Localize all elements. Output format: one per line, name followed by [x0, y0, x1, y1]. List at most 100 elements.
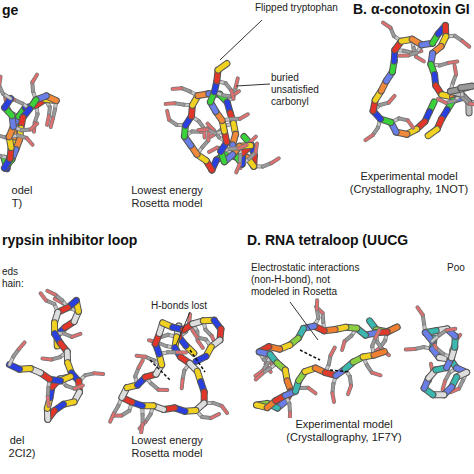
atom-bond: [110, 413, 114, 421]
atom-bond: [222, 406, 227, 413]
annotation-label: Lowest energy Rosetta model: [118, 434, 216, 460]
atom-bond: [47, 291, 55, 295]
atom-bond: [211, 414, 219, 418]
atom-bond: [166, 102, 175, 105]
atom-bond: [249, 137, 255, 143]
atom-bond: [173, 87, 182, 90]
annotation-label: T): [1, 197, 33, 210]
atom-bond: [0, 135, 5, 137]
atom-bond: [0, 151, 1, 156]
panel-title: ge: [1, 2, 33, 18]
atom-bond: [141, 424, 142, 433]
atom-bond: [383, 23, 390, 28]
annotation-label: Experimental model (Crystallography, 1NO…: [345, 170, 473, 196]
atom-bond: [141, 424, 142, 433]
atom-bond: [0, 135, 5, 137]
atom-bond: [461, 86, 472, 89]
atom-bond: [416, 57, 424, 62]
atom-bond: [462, 41, 469, 47]
atom-bond: [348, 386, 351, 394]
atom-bond: [198, 341, 203, 348]
atom-bond: [374, 352, 384, 355]
hbond-dash: [330, 370, 350, 372]
leader-line: [236, 84, 270, 86]
panel-title: rypsin inhibitor loop: [1, 232, 203, 248]
atom-bond: [331, 348, 335, 356]
atom-bond: [417, 307, 422, 314]
atom-bond: [408, 120, 413, 127]
annotation-label: 2CI2): [1, 447, 43, 460]
annotation-label: Flipped tryptophan: [254, 2, 366, 14]
atom-bond: [74, 385, 82, 388]
atom-bond: [372, 373, 381, 376]
atom-bond: [199, 128, 208, 131]
atom-bond: [51, 118, 53, 127]
atom-bond: [455, 65, 457, 74]
atom-bond: [158, 388, 167, 391]
atom-bond: [375, 330, 379, 338]
atom-bond: [167, 111, 169, 120]
atom-bond: [455, 65, 457, 74]
atom-bond: [372, 373, 381, 376]
atom-bond: [428, 129, 437, 135]
atom-bond: [180, 379, 185, 388]
leader-line: [176, 312, 190, 345]
atom-bond: [47, 291, 55, 295]
atom-bond: [139, 360, 143, 368]
atom-bond: [231, 90, 233, 99]
panel-title: B. α-conotoxin GI: [352, 1, 474, 17]
atom-bond: [332, 393, 334, 402]
atom-bond: [374, 352, 384, 355]
atom-bond: [41, 293, 46, 300]
atom-bond: [72, 334, 81, 337]
atom-bond: [209, 148, 217, 152]
leader-line: [290, 302, 318, 340]
annotation-label: H-bonds lost: [150, 300, 222, 312]
atom-bond: [167, 111, 169, 120]
atom-bond: [462, 41, 469, 47]
atom-bond: [74, 385, 82, 388]
atom-bond: [238, 145, 246, 149]
atom-bond: [240, 114, 248, 118]
atom-bond: [332, 393, 334, 402]
hbond-dash: [300, 350, 320, 360]
atom-bond: [365, 135, 372, 140]
atom-bond: [110, 413, 114, 421]
atom-bond: [331, 348, 335, 356]
atom-bond: [271, 158, 279, 163]
atom-bond: [406, 347, 415, 351]
atom-bond: [46, 397, 51, 406]
atom-bond: [72, 334, 81, 337]
leader-line: [220, 20, 262, 60]
atom-bond: [0, 77, 1, 86]
atom-bond: [365, 135, 372, 140]
atom-bond: [166, 101, 175, 106]
annotation-label: hain:: [1, 278, 43, 290]
atom-bond: [137, 356, 146, 357]
atom-bond: [249, 137, 255, 143]
atom-bond: [231, 90, 233, 99]
hbond-dash: [150, 360, 170, 380]
atom-bond: [27, 138, 33, 145]
atom-bond: [417, 307, 422, 314]
atom-bond: [448, 61, 457, 62]
annotation-label: Poo: [446, 262, 474, 274]
atom-bond: [41, 293, 46, 300]
annotation-label: odel: [1, 184, 43, 197]
atom-bond: [443, 381, 445, 390]
atom-bond: [448, 61, 457, 62]
annotation-label: del: [1, 434, 33, 447]
atom-bond: [46, 397, 49, 406]
atom-bond: [470, 103, 474, 106]
atom-bond: [30, 123, 37, 129]
atom-bond: [211, 414, 219, 418]
atom-bond: [0, 77, 1, 86]
atom-bond: [389, 96, 395, 103]
atom-bond: [308, 388, 315, 393]
atom-bond: [218, 64, 227, 70]
atom-bond: [173, 86, 182, 91]
atom-bond: [192, 330, 197, 337]
atom-bond: [399, 54, 408, 57]
atom-bond: [236, 164, 240, 172]
